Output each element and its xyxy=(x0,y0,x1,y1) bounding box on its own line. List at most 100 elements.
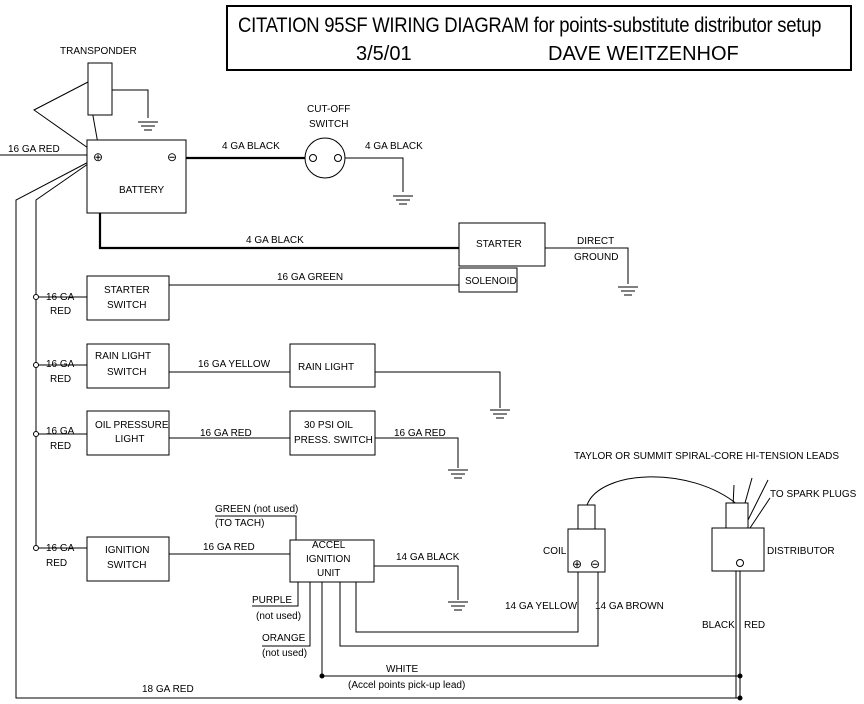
battery-label: BATTERY xyxy=(119,185,165,196)
black-label: BLACK xyxy=(702,620,735,631)
coil-pos-terminal: ⊕ xyxy=(572,557,582,571)
red18-label: 18 GA RED xyxy=(142,684,194,695)
ground-icon xyxy=(138,121,158,131)
oil-light-label-2: LIGHT xyxy=(115,434,144,445)
diagram-author: DAVE WEITZENHOF xyxy=(548,43,739,65)
branch-red-label: RED xyxy=(50,374,71,385)
green16-label: 16 GA GREEN xyxy=(277,272,343,283)
battery-pos-terminal: ⊕ xyxy=(93,150,103,164)
diagram-date: 3/5/01 xyxy=(356,43,412,65)
ignition-switch-label-1: IGNITION xyxy=(105,545,149,556)
ht-leads-label: TAYLOR OR SUMMIT SPIRAL-CORE HI-TENSION … xyxy=(574,451,839,462)
pickup-label: (Accel points pick-up lead) xyxy=(348,680,465,691)
starter-switch-label-1: STARTER xyxy=(104,285,150,296)
oil-switch-label-2: PRESS. SWITCH xyxy=(294,435,373,446)
cutoff-switch-body xyxy=(304,137,346,179)
battery-box xyxy=(86,139,187,214)
coil-top-box xyxy=(577,504,596,530)
rain-switch-label-1: RAIN LIGHT xyxy=(95,351,151,362)
solenoid-box xyxy=(458,267,518,293)
title-box: CITATION 95SF WIRING DIAGRAM for points-… xyxy=(226,5,852,71)
black14-label: 14 GA BLACK xyxy=(396,552,460,563)
red16-oil-label-a: 16 GA RED xyxy=(200,428,252,439)
labels: TRANSPONDER ⊕ ⊖ BATTERY CUT-OFF SWITCH 1… xyxy=(8,46,857,695)
starter-switch-box xyxy=(86,275,170,321)
brown14-wire xyxy=(339,566,599,647)
branch-red-label: RED xyxy=(46,558,67,569)
starter-ground-wire xyxy=(545,247,629,284)
green-not-used-label: GREEN (not used) xyxy=(215,504,298,515)
purple-label: PURPLE xyxy=(252,595,292,606)
branch-16ga-label: 16 GA xyxy=(46,426,75,437)
purple-wire xyxy=(252,582,299,607)
transponder-label: TRANSPONDER xyxy=(60,46,137,57)
transponder-box xyxy=(87,62,113,116)
cutoff-ground-wire xyxy=(345,157,404,192)
spark-plugs-label: TO SPARK PLUGS xyxy=(770,489,857,500)
junction-dot xyxy=(33,294,39,300)
ground-icon xyxy=(618,286,638,296)
distributor-box xyxy=(711,527,765,572)
yellow14-wire xyxy=(355,566,579,633)
ground-icon xyxy=(490,409,510,419)
oil-light-box xyxy=(86,410,170,456)
accel-label-3: UNIT xyxy=(317,568,340,579)
distributor-label: DISTRIBUTOR xyxy=(767,546,835,557)
starter-switch-label-2: SWITCH xyxy=(107,300,146,311)
ground-icon xyxy=(448,469,468,479)
orange-wire xyxy=(262,582,311,647)
cutoff-terminal-left xyxy=(309,154,317,162)
diagram-title: CITATION 95SF WIRING DIAGRAM for points-… xyxy=(238,14,822,37)
coil-label: COIL xyxy=(543,546,567,557)
green-tach-wire xyxy=(215,515,297,540)
orange-label: ORANGE xyxy=(262,633,306,644)
cutoff-label-2: SWITCH xyxy=(309,119,348,130)
junction-dot xyxy=(33,431,39,437)
rain-switch-box xyxy=(86,343,170,389)
branch-16ga-label: 16 GA xyxy=(46,359,75,370)
spark-lead-4 xyxy=(749,497,771,529)
white-label: WHITE xyxy=(386,664,419,675)
ground-icon xyxy=(393,195,413,205)
ground-label: GROUND xyxy=(574,252,618,263)
rain-light-box xyxy=(289,343,376,388)
rain-switch-label-2: SWITCH xyxy=(107,367,146,378)
ground-symbols xyxy=(138,121,638,611)
junction-dot xyxy=(33,362,39,368)
ground-icon xyxy=(448,601,468,611)
white-wire xyxy=(321,582,740,677)
purple-not-used-label: (not used) xyxy=(256,611,301,622)
coil-ht-lead xyxy=(586,476,739,506)
distributor-terminal xyxy=(736,559,744,567)
branch-16ga-label: 16 GA xyxy=(46,543,75,554)
to-tach-label: (TO TACH) xyxy=(215,518,264,529)
ignition-switch-label-2: SWITCH xyxy=(107,560,146,571)
accel-unit-box xyxy=(289,539,375,583)
orange-not-used-label: (not used) xyxy=(262,648,307,659)
transponder-wire xyxy=(33,81,99,156)
starter-box xyxy=(458,222,546,267)
starter-label: STARTER xyxy=(476,239,522,250)
junction-dot xyxy=(737,673,743,679)
ignition-switch-box xyxy=(86,536,170,582)
transponder-ground-wire xyxy=(112,89,149,118)
oil-switch-ground-wire xyxy=(375,437,459,468)
black4-label-a: 4 GA BLACK xyxy=(222,141,280,152)
yellow16-label: 16 GA YELLOW xyxy=(198,359,271,370)
red18-bus xyxy=(15,156,741,699)
direct-label: DIRECT xyxy=(577,236,614,247)
junction-dot xyxy=(319,673,325,679)
brown14-label: 14 GA BROWN xyxy=(595,601,664,612)
accel-label-1: ACCEL xyxy=(312,540,346,551)
accel-ground-wire xyxy=(374,565,459,600)
yellow14-label: 14 GA YELLOW xyxy=(505,601,578,612)
black4-label-c: 4 GA BLACK xyxy=(246,235,304,246)
coil-neg-terminal: ⊖ xyxy=(590,557,600,571)
branch-red-label: RED xyxy=(50,306,71,317)
branch-16ga-label: 16 GA xyxy=(46,292,75,303)
junction-dot xyxy=(737,695,743,701)
cutoff-terminal-right xyxy=(334,154,342,162)
junction-dot xyxy=(33,545,39,551)
oil-switch-box xyxy=(289,410,376,456)
